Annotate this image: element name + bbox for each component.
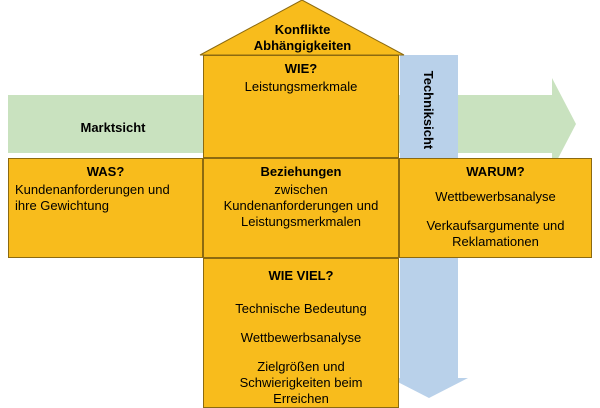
wie-text: Leistungsmerkmale <box>244 79 358 94</box>
roof-line-1: Konflikte <box>274 22 331 37</box>
roof-line-2: Abhängigkeiten <box>253 38 352 53</box>
market-view-label: Marktsicht <box>80 120 146 135</box>
was-block <box>8 158 203 258</box>
warum-title: WARUM? <box>466 164 525 179</box>
wie-block <box>203 55 399 158</box>
relations-block <box>203 158 399 258</box>
warum-block <box>399 158 592 258</box>
warum-item-2: Verkaufsargumente und Reklamationen <box>399 218 592 250</box>
warum-item-2-line-2: Reklamationen <box>452 234 539 249</box>
warum-item-1: Wettbewerbsanalyse <box>435 189 556 204</box>
was-title: WAS? <box>86 164 125 179</box>
tech-view-label: Techniksicht <box>421 70 436 150</box>
relations-line-2: Kundenanforderungen und <box>223 198 379 213</box>
wie-viel-item-3-line-3: Erreichen <box>273 391 329 406</box>
relations-line-1: zwischen <box>274 182 328 197</box>
wie-viel-title: WIE VIEL? <box>268 268 334 283</box>
was-text: Kundenanforderungen und ihre Gewichtung <box>15 182 201 214</box>
roof-label: Konflikte Abhängigkeiten <box>230 22 375 54</box>
relations-line-3: Leistungsmerkmalen <box>241 214 361 229</box>
was-line-1: Kundenanforderungen und <box>15 182 170 197</box>
warum-item-2-line-1: Verkaufsargumente und <box>426 218 565 233</box>
relations-title: Beziehungen <box>260 164 342 179</box>
wie-viel-item-3-line-1: Zielgrößen und <box>257 359 345 374</box>
wie-viel-item-3-line-2: Schwierigkeiten beim <box>239 375 363 390</box>
wie-viel-item-3: Zielgrößen und Schwierigkeiten beim Erre… <box>203 359 399 407</box>
relations-text: zwischen Kundenanforderungen und Leistun… <box>203 182 399 230</box>
wie-viel-block <box>203 258 399 408</box>
was-line-2: ihre Gewichtung <box>15 198 109 213</box>
wie-viel-item-2: Wettbewerbsanalyse <box>240 330 362 345</box>
wie-viel-item-1: Technische Bedeutung <box>235 301 367 316</box>
tech-view-label-wrap: Techniksicht <box>418 64 438 156</box>
wie-title: WIE? <box>284 61 318 76</box>
